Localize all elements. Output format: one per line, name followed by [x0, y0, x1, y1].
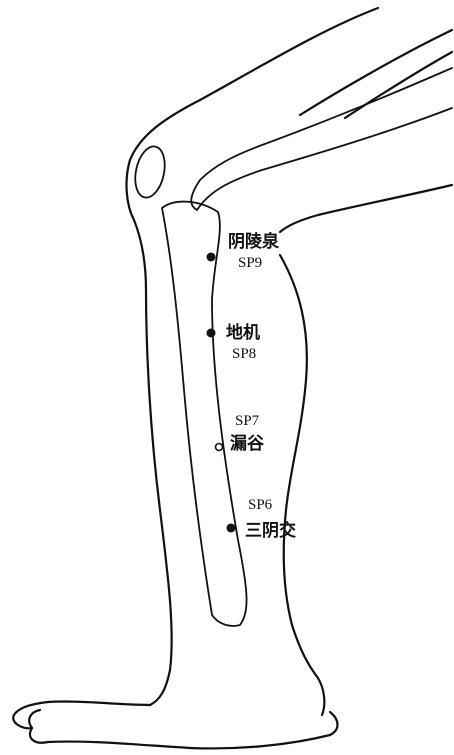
shin-front-outline [127, 160, 172, 705]
point-marker-sp8 [207, 329, 216, 338]
point-name-sp7: 漏谷 [230, 436, 264, 453]
point-name-sp8: 地机 [226, 325, 260, 342]
point-marker-sp9 [207, 253, 216, 262]
popliteal-outline [280, 185, 452, 232]
calf-outline [280, 255, 324, 715]
point-marker-sp7 [216, 444, 223, 451]
point-name-sp9: 阴陵泉 [228, 234, 279, 251]
point-code-sp7: SP7 [235, 414, 259, 429]
thigh-upper-outline [130, 8, 378, 160]
thigh-lower-outline [300, 30, 452, 115]
point-code-sp6: SP6 [248, 498, 272, 513]
femur-bone [191, 68, 452, 210]
toe-outline [29, 710, 40, 728]
tibia-bone [162, 202, 247, 626]
point-marker-sp6 [227, 524, 236, 533]
thigh-back-outline [345, 52, 452, 118]
point-code-sp9: SP9 [238, 256, 262, 271]
point-code-sp8: SP8 [232, 347, 256, 362]
foot-outline [13, 702, 337, 749]
patella-bone [131, 144, 169, 201]
point-name-sp6: 三阴交 [245, 523, 296, 540]
